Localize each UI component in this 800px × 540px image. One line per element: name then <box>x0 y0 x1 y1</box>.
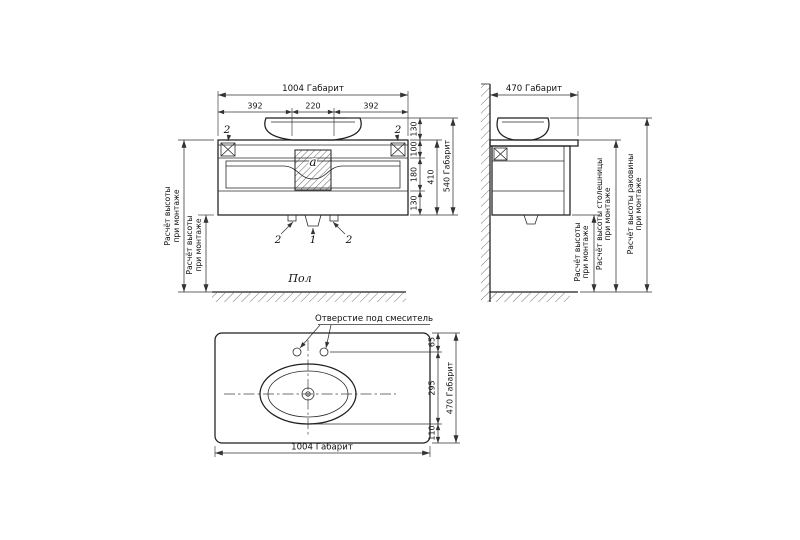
front-floor: Пол <box>212 272 406 302</box>
drain-hole <box>301 387 315 401</box>
callout-leg-right: 2 <box>345 234 353 246</box>
mount-note-a-line2: при монтаже <box>172 189 181 242</box>
dim-sink-to-front: 110 <box>428 425 437 440</box>
front-bracket-left <box>220 142 236 157</box>
dim-section-bottom: 130 <box>410 195 419 210</box>
dim-cabinet-height: 410 <box>427 169 436 184</box>
note-sink-line2: при монтаже <box>634 177 643 230</box>
front-section-cut: a <box>294 149 332 191</box>
side-bracket <box>493 147 508 161</box>
side-floor <box>490 291 578 302</box>
front-drain <box>304 214 322 227</box>
dim-total-height: 540 Габарит <box>443 139 452 192</box>
side-wall <box>481 83 491 302</box>
mount-note-b-line1: Расчёт высоты <box>185 215 194 274</box>
front-view: a 1004 Габарит 392 220 392 <box>163 84 458 302</box>
dim-section-top: 100 <box>410 141 419 156</box>
mount-note-a-line1: Расчёт высоты <box>163 186 172 245</box>
note-mount-line1: Расчёт высоты <box>573 222 582 281</box>
dim-total-depth: 470 Габарит <box>506 84 562 94</box>
top-view: Отверстие под смеситель <box>214 314 460 457</box>
note-countertop-line2: при монтаже <box>603 187 612 240</box>
floor-label: Пол <box>287 272 311 285</box>
faucet-hole-left <box>292 347 302 357</box>
top-countertop <box>214 332 431 444</box>
front-dims-width: 1004 Габарит 392 220 392 <box>217 84 409 136</box>
section-label: a <box>309 155 316 169</box>
dim-width-center: 220 <box>305 102 320 111</box>
floor-hatch <box>212 292 406 302</box>
dim-width-right: 392 <box>363 102 378 111</box>
dim-back-to-faucet: 65 <box>428 337 437 347</box>
mount-note-b-line2: при монтаже <box>194 218 203 271</box>
side-height-notes: Расчёт высоты при монтаже Расчёт высоты … <box>550 117 652 293</box>
note-sink-line1: Расчёт высоты раковины <box>626 154 635 255</box>
note-mount-line2: при монтаже <box>581 225 590 278</box>
dim-top-width-total: 1004 Габарит <box>291 443 353 453</box>
dim-section-drawer: 180 <box>410 167 419 182</box>
note-countertop-line1: Расчёт высоты столешницы <box>595 158 604 270</box>
dim-width-left: 392 <box>247 102 262 111</box>
side-drain <box>523 214 539 225</box>
callout-drain: 1 <box>310 234 317 246</box>
side-view: 470 Габарит Расчёт высоты при монтаже Ра… <box>481 83 652 302</box>
top-sink-oval <box>259 363 357 425</box>
front-support-right <box>329 214 339 222</box>
front-sink-bowl <box>264 117 362 141</box>
faucet-hole-right <box>319 347 329 357</box>
top-dim-width: 1004 Габарит <box>214 443 431 457</box>
front-support-left <box>287 214 297 222</box>
callout-leg-left: 2 <box>274 234 282 246</box>
dim-total-width: 1004 Габарит <box>282 84 344 94</box>
front-mount-height-notes: Расчёт высоты при монтаже Расчёт высоты … <box>163 139 214 293</box>
front-bracket-right <box>390 142 406 157</box>
callout-bracket-left: 2 <box>223 124 231 136</box>
side-dim-depth: 470 Габарит <box>489 84 579 136</box>
dim-sink-height: 130 <box>410 121 419 136</box>
front-dims-height: 130 100 180 130 410 540 Габарит <box>346 117 458 216</box>
callout-bracket-right: 2 <box>394 124 402 136</box>
faucet-note: Отверстие под смеситель <box>299 314 433 349</box>
faucet-hole-note: Отверстие под смеситель <box>315 314 433 324</box>
front-callouts: 2 2 2 1 2 <box>223 124 402 246</box>
dim-top-depth-total: 470 Габарит <box>446 361 455 414</box>
top-dims-depth: 65 295 110 470 Габарит <box>312 332 460 444</box>
dim-faucet-to-sink: 295 <box>428 380 437 395</box>
side-sink-bowl <box>496 117 550 141</box>
